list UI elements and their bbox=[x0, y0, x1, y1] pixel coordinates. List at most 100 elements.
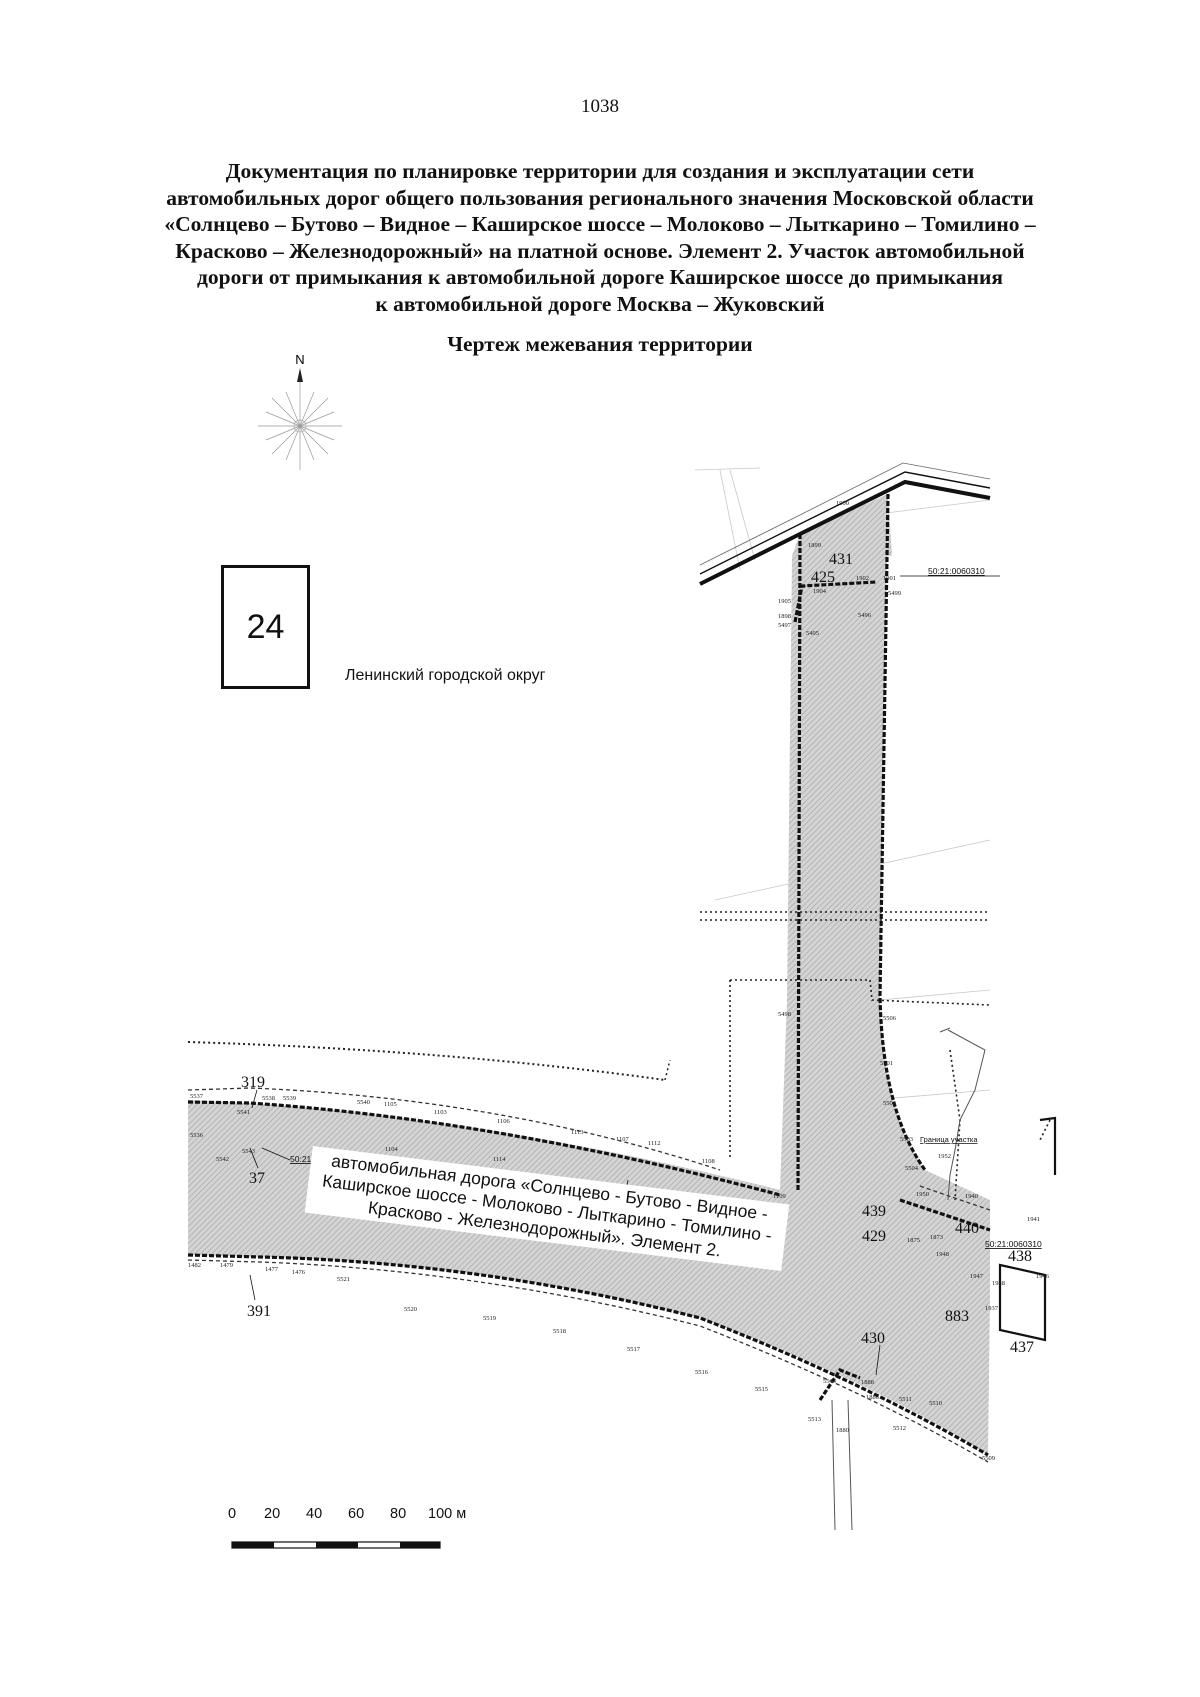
point-label: 1113 bbox=[571, 1129, 584, 1136]
point-label: 1941 bbox=[1027, 1216, 1040, 1223]
point-labels: 1900 1899 1902 1901 1904 1905 1898 5497 … bbox=[188, 500, 1050, 1462]
page-number: 1038 bbox=[581, 96, 619, 117]
point-label: 5513 bbox=[808, 1416, 821, 1423]
compass-rose-icon: N bbox=[258, 352, 342, 470]
parcel-label: 438 bbox=[1008, 1248, 1032, 1265]
setback-lines bbox=[187, 1087, 991, 1463]
point-label: 5506 bbox=[883, 1015, 897, 1022]
upper-dotted-line bbox=[187, 1041, 666, 1081]
point-label: 1900 bbox=[836, 500, 849, 507]
point-label: 1938 bbox=[992, 1280, 1005, 1287]
scale-label: 60 bbox=[348, 1506, 365, 1522]
parcel-label: 319 bbox=[241, 1074, 265, 1091]
parcel-label: 440 bbox=[955, 1220, 979, 1237]
parcel-label: 439 bbox=[862, 1203, 886, 1220]
cadastral-label: 50:21:0060310 bbox=[928, 566, 985, 576]
point-label: 1476 bbox=[292, 1269, 306, 1276]
point-label: 5537 bbox=[190, 1093, 204, 1100]
point-label: 1904 bbox=[813, 588, 827, 595]
point-label: 1105 bbox=[384, 1101, 397, 1108]
point-label: 5519 bbox=[483, 1315, 496, 1322]
point-label: 5521 bbox=[337, 1276, 350, 1283]
point-label: 5540 bbox=[357, 1099, 370, 1106]
point-label: 5499 bbox=[888, 590, 901, 597]
point-label: 5502 bbox=[883, 1100, 896, 1107]
point-label: 5512 bbox=[893, 1425, 906, 1432]
point-label: 1103 bbox=[434, 1109, 447, 1116]
point-label: 1108 bbox=[702, 1158, 715, 1165]
point-label: 5542 bbox=[216, 1156, 229, 1163]
point-label: 1114 bbox=[493, 1156, 506, 1163]
compass-north-label: N bbox=[295, 352, 304, 367]
point-label: 1482 bbox=[188, 1262, 201, 1269]
point-label: 1106 bbox=[497, 1118, 511, 1125]
parcel-label: 425 bbox=[811, 569, 835, 586]
point-label: 5496 bbox=[858, 612, 872, 619]
point-label: 1875 bbox=[907, 1237, 920, 1244]
sheet-number: 24 bbox=[246, 607, 285, 646]
point-label: 1948 bbox=[936, 1251, 949, 1258]
point-label: 1479 bbox=[220, 1262, 233, 1269]
point-label: 1940 bbox=[965, 1193, 978, 1200]
point-label: 5539 bbox=[283, 1095, 296, 1102]
scale-label: 100 м bbox=[428, 1506, 467, 1522]
scale-label: 80 bbox=[390, 1506, 407, 1522]
top-road-edge bbox=[699, 462, 991, 586]
point-label: 1952 bbox=[938, 1153, 951, 1160]
point-label: 5503 bbox=[900, 1136, 913, 1143]
parcel-label: 391 bbox=[247, 1303, 271, 1320]
point-label: 5509 bbox=[982, 1455, 995, 1462]
parcel-label: 883 bbox=[945, 1308, 969, 1325]
sheet-number-box: 24 bbox=[221, 565, 310, 689]
scale-label: 0 bbox=[228, 1506, 237, 1522]
point-label: 5541 bbox=[237, 1109, 250, 1116]
document-title-line: дороги от примыкания к автомобильной дор… bbox=[197, 265, 1003, 289]
parcel-label: 437 bbox=[1010, 1339, 1034, 1356]
point-label: 1898 bbox=[778, 613, 791, 620]
point-label: 1937 bbox=[985, 1305, 999, 1312]
document-title-line: Красково – Железнодорожный» на платной о… bbox=[175, 238, 1025, 263]
scale-bar bbox=[231, 1541, 441, 1549]
point-label: 5538 bbox=[262, 1095, 275, 1102]
parcel-label: 431 bbox=[829, 551, 853, 568]
point-label: 1886 bbox=[866, 1394, 880, 1401]
document-title-line: «Солнцево – Бутово – Видное – Каширское … bbox=[164, 212, 1036, 236]
point-label: 5495 bbox=[806, 630, 819, 637]
point-label: 5518 bbox=[553, 1328, 566, 1335]
document-title-line: к автомобильной дороге Москва – Жуковски… bbox=[375, 291, 825, 316]
document-title-line: автомобильных дорог общего пользования р… bbox=[166, 185, 1034, 210]
point-label: 5501 bbox=[880, 1060, 893, 1067]
point-label: 1901 bbox=[883, 575, 896, 582]
point-label: 5510 bbox=[929, 1400, 942, 1407]
point-label: 5517 bbox=[627, 1346, 641, 1353]
point-label: 1880 bbox=[836, 1427, 849, 1434]
stream-line bbox=[947, 1029, 986, 1201]
point-label: 1873 bbox=[930, 1234, 943, 1241]
point-label: 5543 bbox=[242, 1148, 255, 1155]
point-label: 1902 bbox=[856, 575, 869, 582]
point-label: 1905 bbox=[778, 598, 791, 605]
point-label: 1899 bbox=[808, 542, 821, 549]
parcel-label: 37 bbox=[249, 1170, 265, 1187]
cadastral-label: 50:21:0060310 bbox=[985, 1239, 1042, 1249]
point-label: 5497 bbox=[778, 622, 792, 629]
point-label: 1950 bbox=[916, 1191, 929, 1198]
scale-label: 20 bbox=[264, 1506, 281, 1522]
point-label: 1109 bbox=[773, 1193, 786, 1200]
point-label: 1947 bbox=[970, 1273, 984, 1280]
point-label: 5516 bbox=[695, 1369, 709, 1376]
point-label: 1107 bbox=[616, 1136, 630, 1143]
point-label: 1104 bbox=[385, 1146, 399, 1153]
point-label: 5515 bbox=[755, 1386, 768, 1393]
drawing-title: Чертеж межевания территории bbox=[447, 332, 753, 356]
boundary-note: Граница участка bbox=[920, 1135, 978, 1144]
scale-label: 40 bbox=[306, 1506, 323, 1522]
southern-channel bbox=[831, 1399, 853, 1531]
point-label: 1477 bbox=[265, 1266, 279, 1273]
point-label: 1946 bbox=[1036, 1273, 1050, 1280]
district-label: Ленинский городской округ bbox=[345, 667, 546, 684]
point-label: 1112 bbox=[648, 1140, 661, 1147]
parcel-labels: 431 425 319 37 337 391 439 429 440 438 8… bbox=[241, 551, 1034, 1356]
point-label: 1888 bbox=[861, 1379, 874, 1386]
document-title-line: Документация по планировке территории дл… bbox=[225, 159, 975, 183]
